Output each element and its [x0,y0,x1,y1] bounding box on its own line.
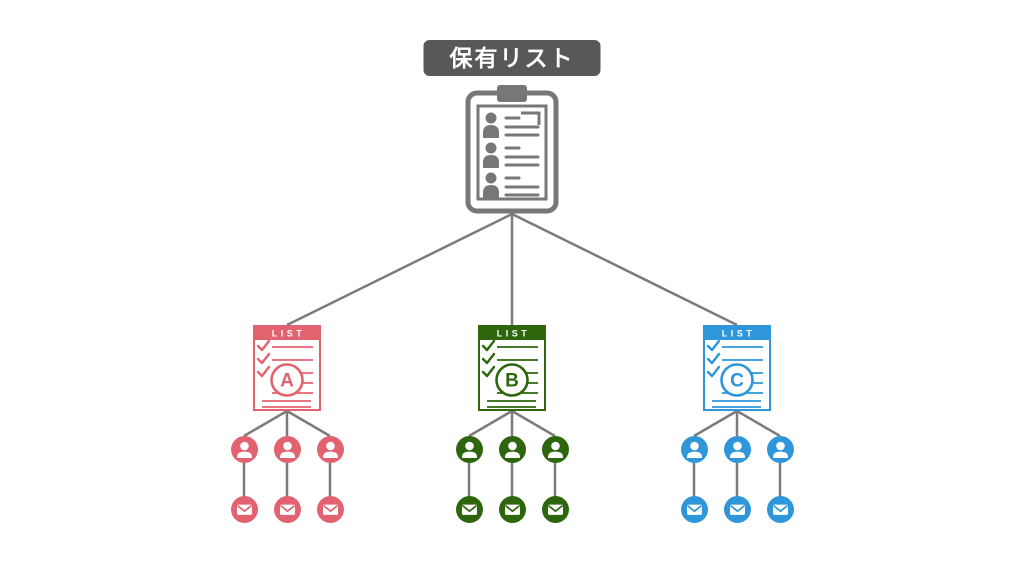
root-fan-lines [286,212,738,327]
mail-icon [498,496,526,523]
person-icon [455,436,483,463]
mail-icon [230,496,258,523]
page-title: 保有リスト [423,40,601,76]
group-c-branch-lines [692,409,782,497]
list-letter: A [280,371,294,392]
mail-icon [273,496,301,523]
group-b-branch-lines [467,409,557,497]
person-icon [541,436,569,463]
list-card-header-label: LIST [497,329,531,339]
group-a-branch-lines [242,409,332,497]
list-card-b: B LIST [478,325,546,411]
list-card-header-label: LIST [722,329,756,339]
person-icon [766,436,794,463]
mail-icon [316,496,344,523]
list-letter: B [505,371,519,392]
mail-icon [766,496,794,523]
list-card-c: C LIST [703,325,771,411]
person-icon [498,436,526,463]
person-icon [723,436,751,463]
mail-icon [680,496,708,523]
list-card-a: A LIST [253,325,321,411]
list-letter: C [730,371,744,392]
person-icon [230,436,258,463]
mail-icon [541,496,569,523]
person-icon [316,436,344,463]
mail-icon [723,496,751,523]
list-card-header-label: LIST [272,329,306,339]
person-icon [680,436,708,463]
mail-icon [455,496,483,523]
person-icon [273,436,301,463]
clipboard-contact-list-icon [465,85,559,214]
